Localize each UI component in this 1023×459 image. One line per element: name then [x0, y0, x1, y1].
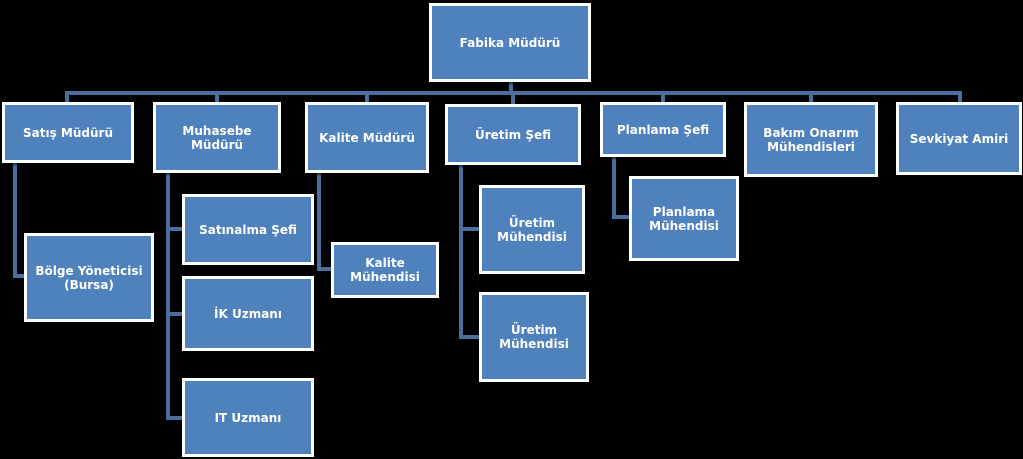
- connector-planning-children: [612, 153, 633, 219]
- node-quality-manager[interactable]: Kalite Müdürü: [305, 102, 429, 173]
- node-shipping-supervisor[interactable]: Sevkiyat Amiri: [896, 102, 1022, 175]
- node-regional-manager-bursa[interactable]: Bölge Yöneticisi (Bursa): [24, 233, 154, 322]
- node-accounting-manager[interactable]: Muhasebe Müdürü: [153, 102, 281, 173]
- node-purchasing-chief[interactable]: Satınalma Şefi: [182, 194, 314, 265]
- node-production-engineer-2[interactable]: Üretim Mühendisi: [479, 292, 589, 382]
- connector-quality-children: [317, 169, 335, 271]
- node-factory-manager[interactable]: Fabika Müdürü: [429, 3, 591, 82]
- node-hr-specialist[interactable]: İK Uzmanı: [182, 276, 314, 351]
- node-it-specialist[interactable]: IT Uzmanı: [182, 378, 314, 457]
- node-planning-engineer[interactable]: Planlama Mühendisi: [629, 176, 739, 261]
- node-production-chief[interactable]: Üretim Şefi: [445, 104, 581, 165]
- node-planning-chief[interactable]: Planlama Şefi: [600, 102, 726, 157]
- node-quality-engineer[interactable]: Kalite Mühendisi: [331, 242, 439, 298]
- connector-sales-children: [13, 159, 28, 278]
- node-production-engineer-1[interactable]: Üretim Mühendisi: [479, 185, 585, 274]
- node-maintenance-engineers[interactable]: Bakım Onarım Mühendisleri: [744, 102, 878, 177]
- node-sales-manager[interactable]: Satış Müdürü: [2, 102, 134, 163]
